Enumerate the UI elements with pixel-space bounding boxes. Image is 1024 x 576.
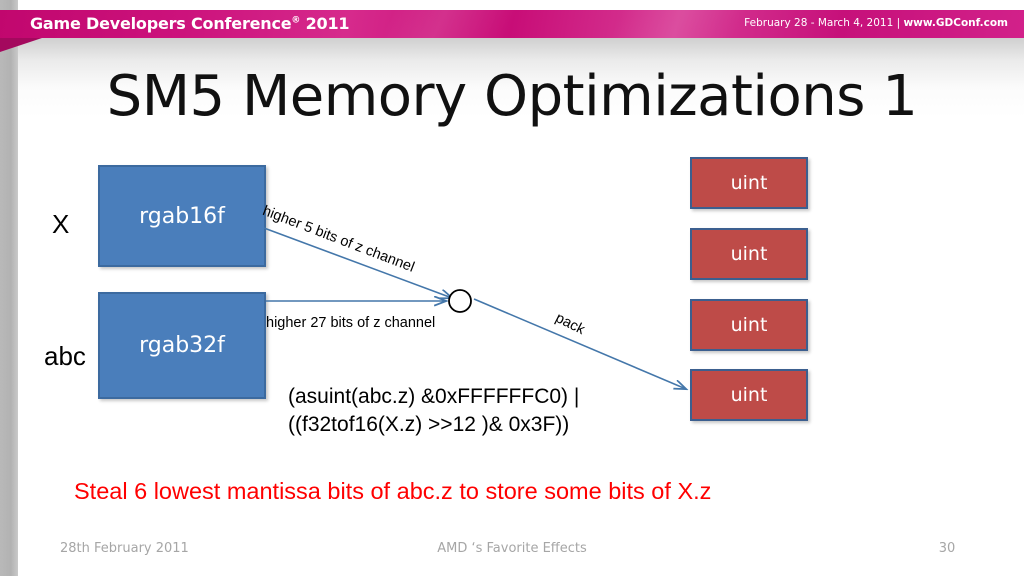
arrow-label-higher-27-bits: higher 27 bits of z channel — [266, 315, 436, 331]
code-line-2: ((f32tof16(X.z) >>12 )& 0x3F)) — [288, 413, 570, 436]
target-box-uint-1-label: uint — [730, 172, 768, 194]
target-box-uint-4-label: uint — [730, 384, 768, 406]
arrow-label-higher-5-bits: higher 5 bits of z channel — [260, 203, 417, 276]
target-box-uint-2-label: uint — [730, 243, 768, 265]
gdc-header-band — [0, 10, 1024, 38]
footer-slide-number: 30 — [938, 541, 956, 556]
target-box-uint-4[interactable]: uint — [690, 369, 808, 421]
conference-website-link[interactable]: www.GDConf.com — [903, 17, 1008, 29]
code-line-1: (asuint(abc.z) &0xFFFFFFC0) | — [288, 385, 580, 408]
gdc-brand-year: 2011 — [305, 14, 350, 33]
footer-date: 28th February 2011 — [60, 541, 189, 556]
merge-node-circle — [448, 289, 472, 313]
target-box-uint-1[interactable]: uint — [690, 157, 808, 209]
source-box-rgab32f-label: rgab32f — [139, 333, 225, 358]
header-gradient-wash — [18, 38, 1024, 118]
summary-caption: Steal 6 lowest mantissa bits of abc.z to… — [74, 478, 712, 504]
slide-title: SM5 Memory Optimizations 1 — [106, 64, 918, 129]
source-box-rgab16f[interactable]: rgab16f — [98, 165, 266, 267]
gdc-brand-text: Game Developers Conference — [30, 14, 292, 33]
arrow-label-pack: pack — [552, 310, 588, 339]
source-label-x: X — [52, 209, 70, 239]
target-box-uint-3[interactable]: uint — [690, 299, 808, 351]
source-label-abc: abc — [44, 341, 86, 371]
source-box-rgab32f[interactable]: rgab32f — [98, 292, 266, 399]
code-expression: (asuint(abc.z) &0xFFFFFFC0) | ((f32tof16… — [288, 383, 579, 439]
arrow-node-to-uint4-pack — [473, 298, 686, 389]
gdc-brand-title: Game Developers Conference® 2011 — [30, 14, 350, 33]
left-edge-strip — [0, 0, 18, 576]
source-box-rgab16f-label: rgab16f — [139, 203, 225, 229]
target-box-uint-3-label: uint — [730, 314, 768, 336]
conference-dates: February 28 - March 4, 2011 | — [744, 17, 904, 29]
target-box-uint-2[interactable]: uint — [690, 228, 808, 280]
registered-mark-icon: ® — [291, 15, 301, 26]
gdc-header-dates: February 28 - March 4, 2011 | www.GDConf… — [744, 17, 1008, 29]
footer-deck-title: AMD ‘s Favorite Effects — [437, 541, 587, 556]
